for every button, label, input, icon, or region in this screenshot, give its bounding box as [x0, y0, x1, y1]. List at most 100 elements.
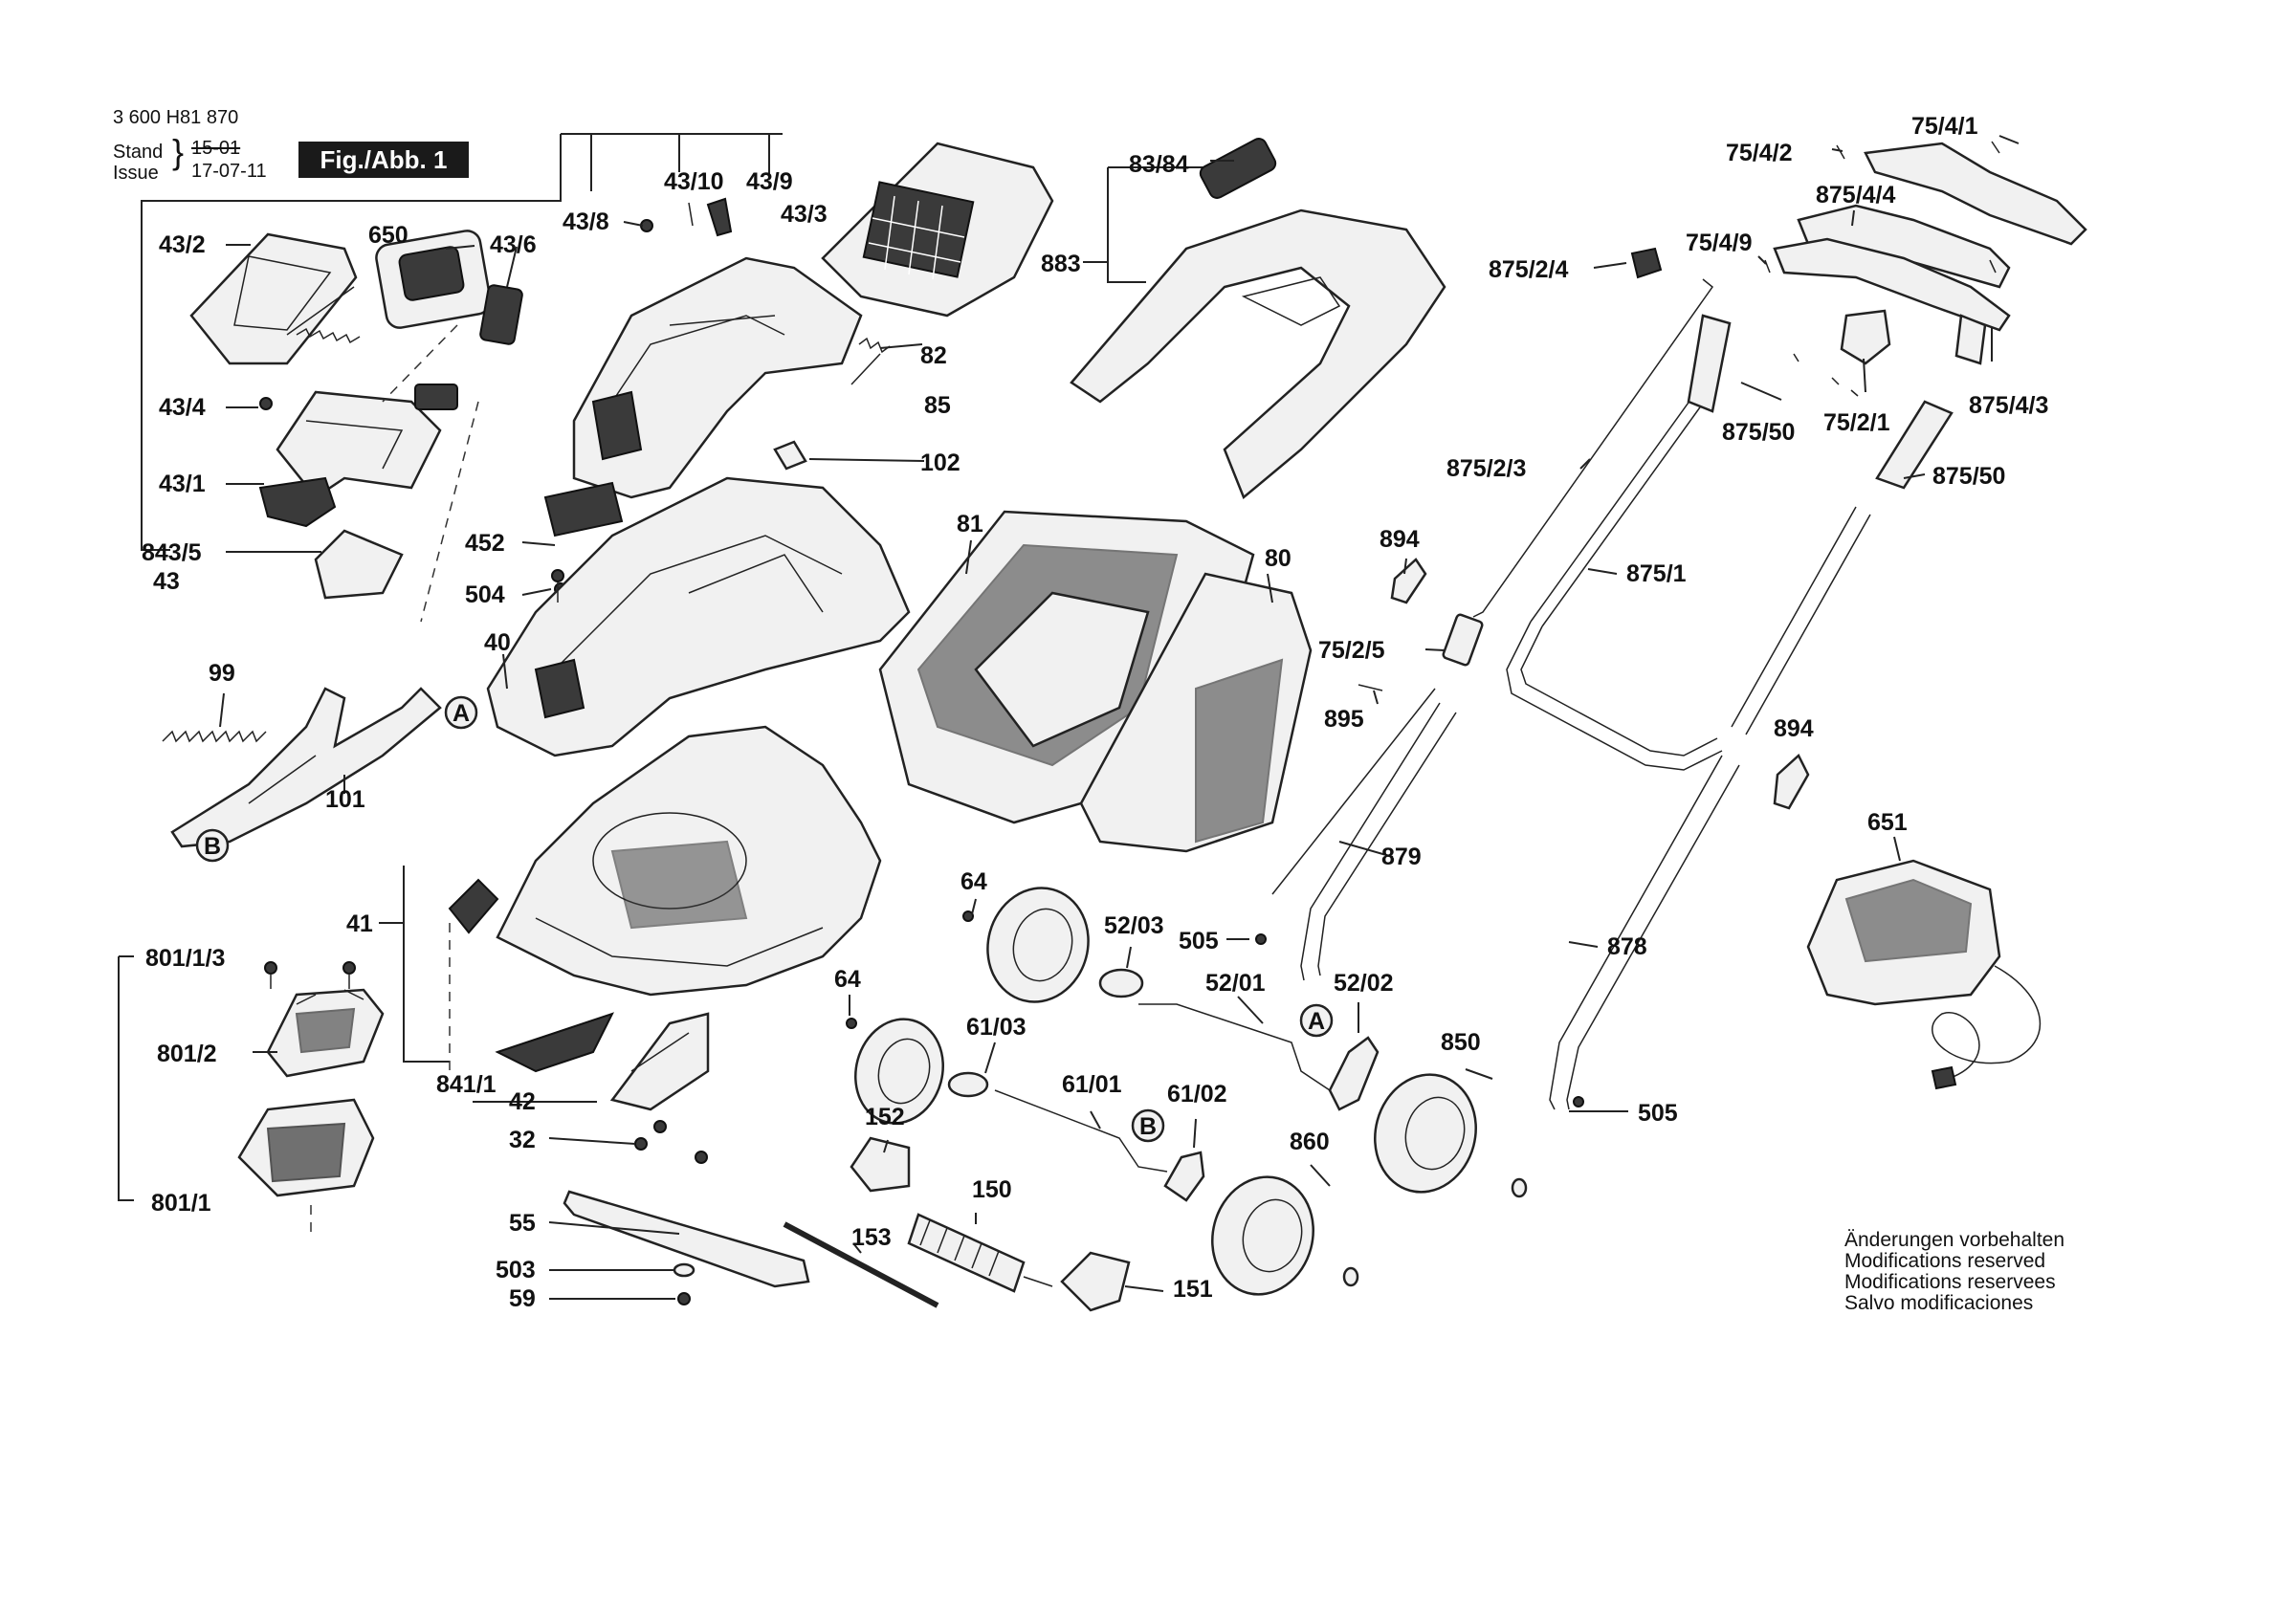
handle-top-75-4-1 [1864, 142, 2087, 246]
leader-lines [219, 135, 2020, 1300]
document-number: 3 600 H81 870 [113, 107, 239, 128]
part-label-875-50-upper: 875/50 [1722, 419, 1795, 446]
tube-sleeve-875-50-b [1875, 400, 1954, 490]
note-de: Änderungen vorbehalten [1844, 1229, 2065, 1251]
note-en: Modifications reserved [1844, 1250, 2046, 1272]
part-label-850: 850 [1441, 1029, 1481, 1056]
battery-holder [258, 390, 442, 528]
screws-801-1-3 [264, 961, 356, 989]
motor-electronics [266, 988, 385, 1078]
part-label-85: 85 [924, 392, 951, 419]
battery-charge-indicator [479, 284, 523, 345]
part-label-40: 40 [484, 629, 511, 656]
upper-housing [572, 256, 863, 499]
part-label-504: 504 [465, 581, 505, 608]
part-label-895: 895 [1324, 706, 1364, 733]
part-label-81: 81 [957, 511, 983, 537]
part-label-61-03: 61/03 [966, 1014, 1027, 1041]
note-es: Salvo modificaciones [1844, 1292, 2034, 1314]
battery-latch [314, 529, 404, 600]
part-label-801-1-3: 801/1/3 [145, 945, 225, 972]
part-label-52-03: 52/03 [1104, 912, 1164, 939]
part-label-801-1: 801/1 [151, 1190, 211, 1217]
part-label-82: 82 [920, 342, 947, 369]
part-label-875-4-4: 875/4/4 [1816, 182, 1896, 208]
part-label-43-8: 43/8 [563, 208, 609, 235]
battery-cover [189, 232, 358, 365]
handle-switch-875-4-3 [1773, 237, 2011, 365]
wheel-rear-860 [1211, 1175, 1359, 1296]
clamp-75-2-5 [1442, 613, 1484, 667]
wheel-front-64-bottom [846, 1018, 944, 1125]
blade-screws [634, 1120, 708, 1305]
lid [821, 142, 1054, 318]
part-label-41: 41 [346, 910, 373, 937]
part-label-99: 99 [209, 660, 235, 687]
height-lever-101 [170, 687, 442, 848]
axle-61-01 [994, 1089, 1168, 1173]
part-label-55: 55 [509, 1210, 536, 1237]
handle-upper-cover [1070, 208, 1446, 500]
small-screws-top [1764, 141, 2000, 397]
part-label-64-upper: 64 [960, 868, 987, 895]
knob-894-upper [1390, 558, 1427, 604]
part-label-43-10: 43/10 [664, 168, 724, 195]
part-label-32: 32 [509, 1127, 536, 1153]
grass-box-bottom [1079, 572, 1313, 853]
bushing-61-03 [947, 1071, 989, 1098]
part-label-152: 152 [865, 1104, 905, 1130]
callout-a-axle: A [1299, 1003, 1334, 1038]
part-label-153: 153 [851, 1224, 892, 1251]
part-label-43-3: 43/3 [781, 201, 828, 228]
part-label-150: 150 [972, 1176, 1012, 1203]
part-label-875-50-lower: 875/50 [1932, 463, 2005, 490]
spring-43-2 [296, 327, 361, 344]
part-label-875-1: 875/1 [1626, 560, 1687, 587]
blade-55 [563, 1190, 810, 1288]
callout-a-upper: A [444, 695, 478, 730]
part-label-43-6: 43/6 [490, 231, 537, 258]
flap-841-1 [448, 878, 614, 1073]
handle-tube-879 [1300, 702, 1457, 981]
part-label-650: 650 [368, 222, 408, 249]
stand-label: Stand [113, 142, 164, 163]
note-fr: Modifications reservees [1844, 1271, 2056, 1293]
callout-b-lower: B [195, 828, 230, 863]
part-label-75-2-1: 75/2/1 [1823, 409, 1890, 436]
part-label-875-2-3: 875/2/3 [1446, 455, 1526, 482]
callout-a-axle-label: A [1308, 1008, 1325, 1035]
handle-bar-875-1 [1506, 382, 1723, 771]
spring-99 [162, 730, 267, 743]
part-label-43-9: 43/9 [746, 168, 793, 195]
knob-894-lower [1773, 753, 1810, 810]
motor-unit [237, 1098, 375, 1197]
part-label-75-4-9: 75/4/9 [1686, 230, 1753, 256]
part-label-59: 59 [509, 1285, 536, 1312]
part-label-83-84: 83/84 [1129, 151, 1189, 178]
part-label-75-2-5: 75/2/5 [1318, 637, 1385, 664]
part-label-505-lower: 505 [1179, 928, 1219, 954]
tube-sleeve-875-50-a [1687, 314, 1732, 413]
axle-52-02-lever [1328, 1036, 1380, 1111]
handle-tube-878 [1549, 755, 1740, 1110]
issue-label: Issue [113, 163, 159, 184]
roller-150 [907, 1213, 1053, 1293]
bosch-badge [543, 481, 624, 537]
wheel-front-64-top [962, 887, 1090, 1003]
part-label-52-01: 52/01 [1205, 970, 1266, 997]
part-label-61-02: 61/02 [1167, 1081, 1227, 1108]
part-label-43: 43 [153, 568, 180, 595]
part-label-52-02: 52/02 [1334, 970, 1394, 997]
bushing-52-03 [1098, 968, 1144, 998]
part-label-875-4-3: 875/4/3 [1969, 392, 2048, 419]
figure-badge: Fig./Abb. 1 [298, 142, 469, 178]
mower-deck [496, 725, 882, 997]
roller-153-axle [783, 1221, 939, 1308]
part-label-879: 879 [1381, 844, 1422, 870]
part-label-883: 883 [1041, 251, 1081, 277]
handle-lower-tube-875-1 [1731, 506, 1871, 735]
part-label-452: 452 [465, 530, 505, 557]
main-housing [486, 476, 911, 757]
part-label-894-lower: 894 [1774, 715, 1814, 742]
